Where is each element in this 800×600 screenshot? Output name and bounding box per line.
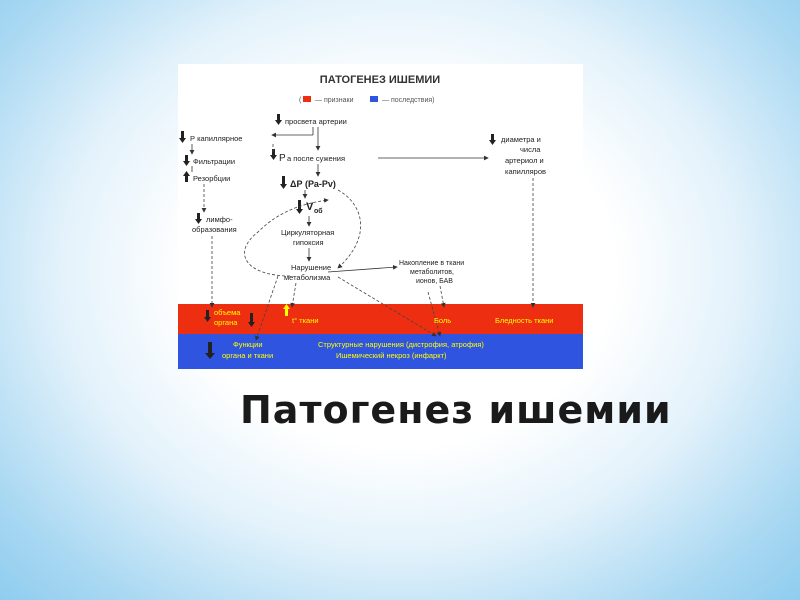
sign-volume-2: органа — [214, 318, 238, 327]
down-arrow-icon — [183, 155, 190, 166]
node-diameter-3: артериол и — [505, 156, 544, 165]
node-hypoxia-2: гипоксия — [293, 238, 324, 247]
node-diameter-4: капилляров — [505, 167, 546, 176]
down-arrow-icon — [179, 131, 186, 143]
legend-signs: — признаки — [315, 97, 354, 104]
node-diameter-1: диаметра и — [501, 135, 541, 144]
node-lymph-1: лимфо- — [206, 215, 233, 224]
down-arrow-icon — [195, 213, 202, 224]
dash-deltap-loop — [337, 189, 362, 269]
legend-open: ( — [299, 97, 302, 104]
node-p-after: а после сужения — [287, 154, 345, 163]
consequence-necrosis: Ишемический некроз (инфаркт) — [336, 351, 447, 360]
down-arrow-icon — [280, 176, 287, 189]
node-accum-3: ионов, БАВ — [416, 278, 453, 285]
legend-consequences-swatch — [370, 96, 378, 102]
up-arrow-icon — [283, 304, 290, 316]
node-metab-1: Нарушение — [291, 263, 331, 272]
node-hypoxia-1: Циркуляторная — [281, 228, 334, 237]
node-p-capillary: Р капиллярное — [190, 134, 242, 143]
node-filtration: Фильтрации — [193, 157, 235, 166]
pathogenesis-diagram: ПАТОГЕНЕЗ ИШЕМИИ ( — признаки — последст… — [178, 74, 583, 369]
dash-metab-loop — [244, 198, 329, 277]
down-arrow-icons — [179, 114, 496, 359]
legend-consequences: — последствия) — [382, 97, 435, 104]
consequence-function-1: Функции — [233, 340, 263, 349]
consequence-structural: Структурные нарушения (дистрофия, атрофи… — [318, 340, 484, 349]
node-resorption: Резорбции — [193, 174, 230, 183]
dash-pain-to-structural — [427, 291, 442, 337]
arrow-metab-to-accum — [327, 264, 398, 273]
down-arrow-icon — [270, 149, 277, 160]
consequences-strip — [178, 334, 583, 369]
sign-temperature: t° ткани — [292, 316, 319, 325]
sign-volume-1: объема — [214, 308, 241, 317]
down-arrow-icon — [248, 313, 255, 327]
node-lymph-2: образования — [192, 225, 237, 234]
node-accum-2: метаболитов, — [410, 268, 454, 276]
pathogenesis-diagram-image: ПАТОГЕНЕЗ ИШЕМИИ ( — признаки — последст… — [178, 64, 583, 369]
node-delta-p: ΔР (Ра-Рv) — [290, 179, 336, 189]
node-v-ob: V — [306, 201, 314, 213]
sign-pallor: Бледность ткани — [495, 316, 553, 325]
consequence-function-2: органа и ткани — [222, 351, 273, 360]
legend-signs-swatch — [303, 96, 311, 102]
down-arrow-icon — [489, 134, 496, 145]
node-diameter-2: числа — [520, 145, 541, 154]
diagram-title: ПАТОГЕНЕЗ ИШЕМИИ — [320, 74, 440, 86]
slide-title: Патогенез ишемии — [240, 388, 672, 432]
dash-metab-to-structural — [337, 276, 437, 337]
node-v-ob-sub: об — [314, 207, 323, 215]
down-arrow-icon — [275, 114, 282, 125]
node-p-after-prefix: Р — [279, 153, 286, 164]
signs-strip — [178, 304, 583, 334]
dash-metab-to-temp — [290, 282, 297, 308]
node-accum-1: Накопление в ткани — [399, 260, 464, 267]
up-arrow-icon — [183, 171, 190, 182]
sign-pain: Боль — [434, 316, 451, 325]
down-arrow-icon — [296, 200, 303, 214]
down-arrow-icon — [205, 342, 215, 359]
node-metab-2: метаболизма — [284, 273, 331, 282]
dash-accum-to-pain — [439, 285, 446, 308]
dash-metab-to-function — [255, 275, 279, 341]
node-artery-lumen: просвета артерии — [285, 117, 347, 126]
down-arrow-icon — [204, 310, 211, 322]
